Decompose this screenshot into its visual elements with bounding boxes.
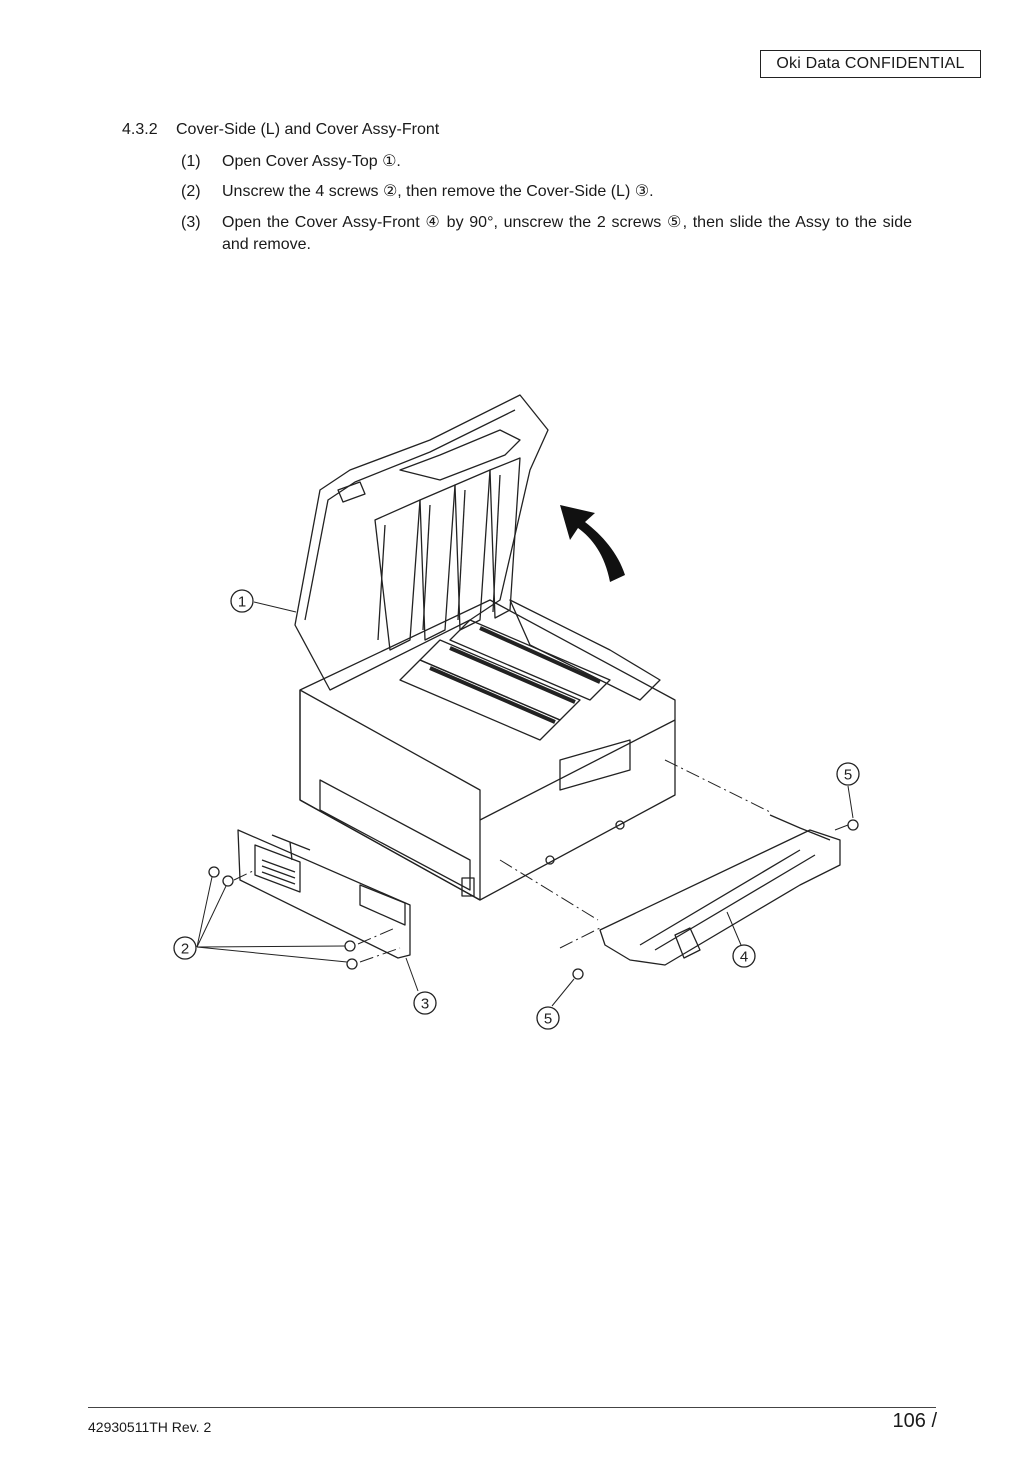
printer-disassembly-figure: 1 2 3 4 5 5 (173, 394, 860, 1030)
svg-text:1: 1 (238, 594, 246, 611)
step-number: (3) (181, 214, 201, 231)
step-number: (2) (181, 183, 201, 200)
callout-5-lower: 5 (536, 1006, 560, 1030)
svg-text:2: 2 (181, 941, 189, 958)
callout-2: 2 (173, 936, 197, 960)
top-cover-drawing (294, 394, 549, 691)
open-direction-arrow (560, 505, 625, 582)
section-heading: 4.3.2 Cover-Side (L) and Cover Assy-Front (122, 121, 439, 139)
callout-5-upper: 5 (836, 762, 860, 786)
screw-icons (208, 819, 859, 980)
front-cover-drawing (599, 814, 841, 966)
footer-divider (88, 1407, 936, 1408)
page-number: 106 / (892, 1410, 937, 1432)
svg-text:4: 4 (740, 949, 748, 966)
leader-lines (196, 601, 854, 1007)
assembly-guide-lines (233, 759, 849, 963)
callout-1: 1 (230, 589, 254, 613)
printer-body-drawing (299, 599, 676, 901)
step-text: Open Cover Assy-Top ①. (222, 153, 401, 170)
confidential-badge: Oki Data CONFIDENTIAL (760, 50, 981, 78)
step-number: (1) (181, 153, 201, 170)
section-title: Cover-Side (L) and Cover Assy-Front (176, 121, 440, 138)
svg-text:5: 5 (544, 1011, 552, 1028)
callout-3: 3 (413, 991, 437, 1015)
side-cover-l-drawing (237, 829, 411, 959)
step-text: Unscrew the 4 screws ②, then remove the … (222, 183, 654, 200)
svg-text:5: 5 (844, 767, 852, 784)
section-number: 4.3.2 (122, 121, 158, 138)
document-id: 42930511TH Rev. 2 (88, 1419, 212, 1435)
callout-4: 4 (732, 944, 756, 968)
step-text: Open the Cover Assy-Front ④ by 90°, unsc… (222, 214, 912, 253)
svg-text:3: 3 (421, 996, 429, 1013)
